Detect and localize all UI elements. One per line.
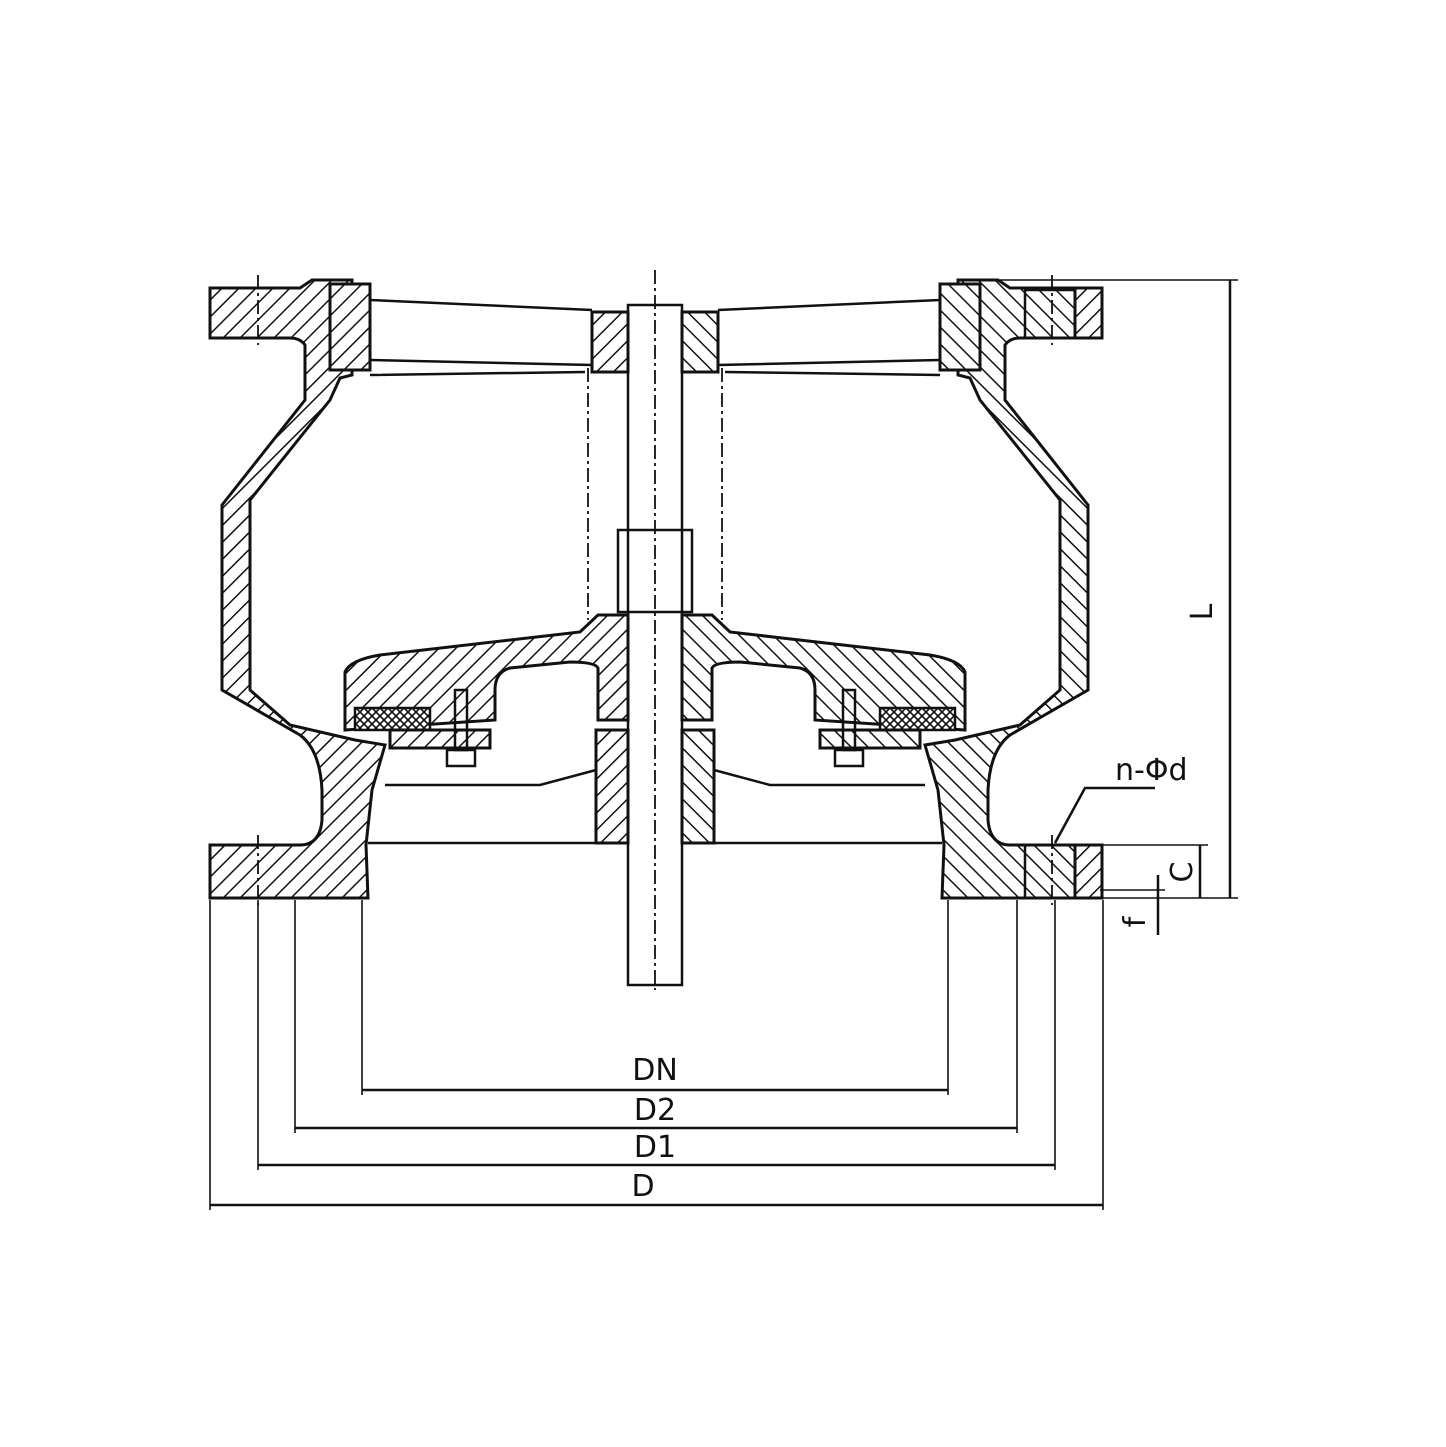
label-d: D (631, 1169, 654, 1204)
label-c: C (1165, 862, 1200, 883)
dimensions (209, 279, 1238, 1210)
label-d2: D2 (634, 1093, 676, 1128)
label-d1: D1 (634, 1130, 676, 1165)
label-f: f (1118, 915, 1153, 927)
label-l: L (1185, 603, 1220, 620)
label-bolt-holes: n-Φd (1115, 753, 1188, 788)
label-dn: DN (632, 1053, 678, 1088)
